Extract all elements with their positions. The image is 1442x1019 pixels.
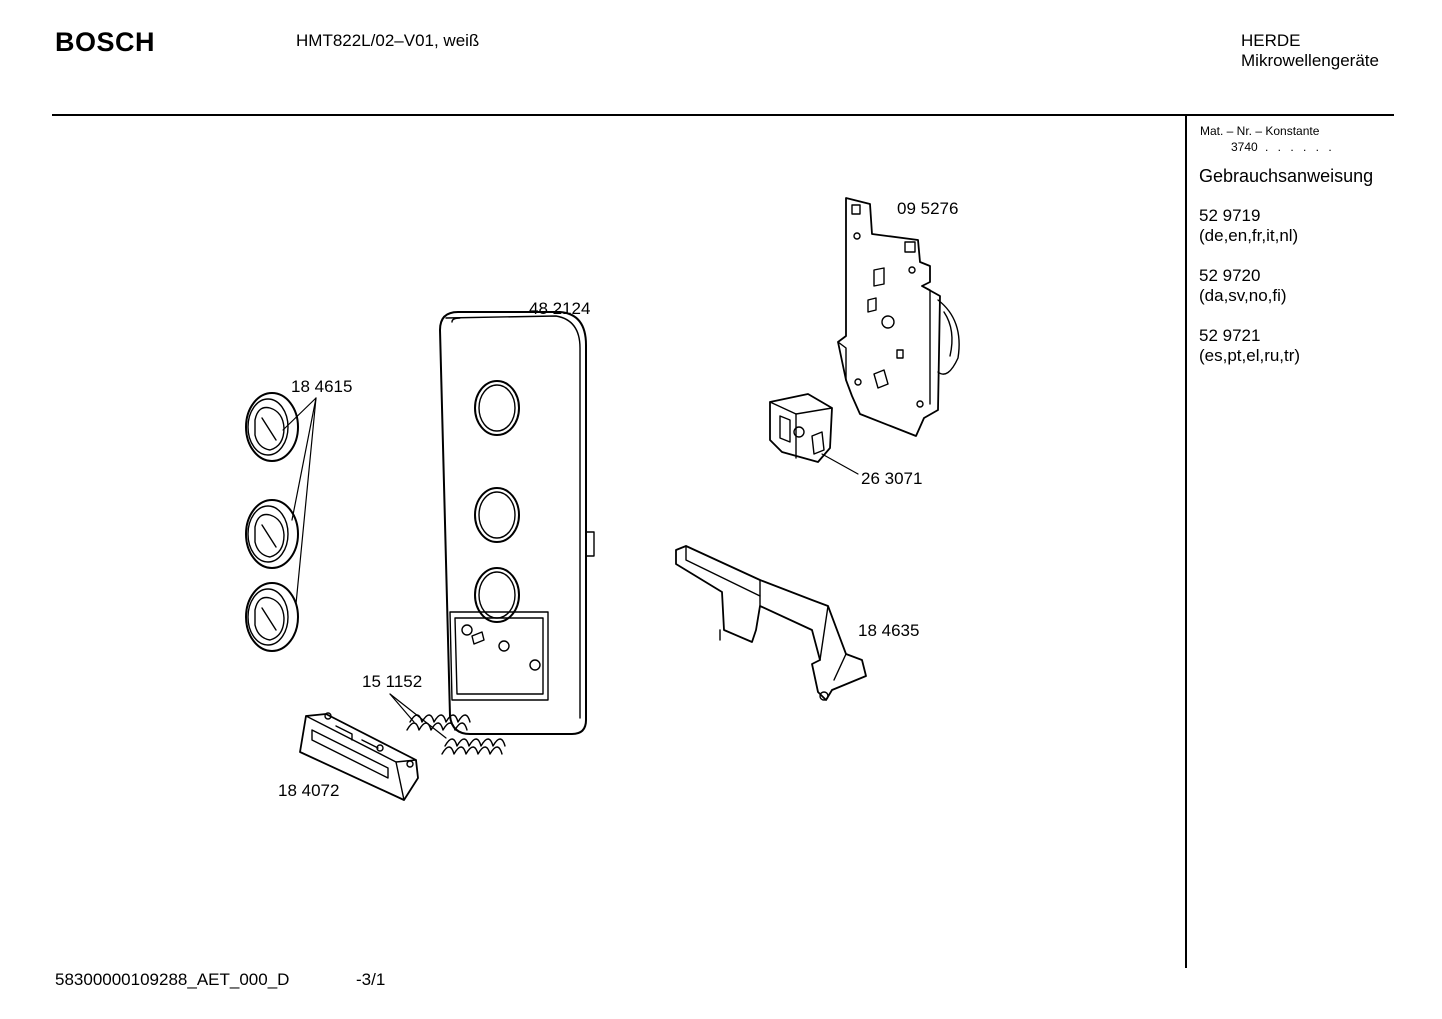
knob-part	[245, 582, 299, 652]
knob-part	[245, 392, 299, 462]
spring-part	[406, 714, 506, 755]
part-number-label: 15 1152	[362, 672, 423, 691]
model-title: HMT822L/02–V01, weiß	[296, 31, 480, 50]
manual-number: 52 9721	[1199, 326, 1261, 345]
control-panel-part	[439, 311, 595, 735]
timer-plate-part	[837, 197, 960, 437]
manual-languages: (da,sv,no,fi)	[1199, 286, 1287, 305]
part-number-label: 48 2124	[529, 299, 591, 318]
page-number: -3/1	[356, 970, 386, 989]
manual-number: 52 9720	[1199, 266, 1261, 285]
part-number-label: 18 4635	[858, 621, 920, 640]
part-number-label: 09 5276	[897, 199, 959, 218]
knob-part	[245, 499, 299, 569]
mat-nr-dots: . . . . . .	[1265, 140, 1335, 154]
part-number-label: 18 4615	[291, 377, 353, 396]
part-number-label: 26 3071	[861, 469, 923, 488]
sidebar-divider	[1185, 116, 1187, 968]
category-main: HERDE	[1241, 31, 1301, 50]
manual-languages: (es,pt,el,ru,tr)	[1199, 346, 1301, 365]
mat-nr-value: 3740	[1231, 140, 1258, 154]
manual-languages: (de,en,fr,it,nl)	[1199, 226, 1299, 245]
bracket-part	[675, 545, 867, 701]
button-part	[299, 712, 419, 801]
header-divider	[52, 114, 1394, 116]
spring-leader-lines	[389, 693, 447, 739]
knob-leader-lines	[282, 397, 317, 605]
mat-nr-label: Mat. – Nr. – Konstante	[1200, 124, 1320, 138]
part-number-label: 18 4072	[278, 781, 340, 800]
category-sub: Mikrowellengeräte	[1241, 51, 1379, 70]
exploded-view-drawing	[245, 197, 960, 801]
manual-section-title: Gebrauchsanweisung	[1199, 166, 1374, 186]
document-id: 58300000109288_AET_000_D	[55, 970, 290, 989]
manual-number: 52 9719	[1199, 206, 1261, 225]
brand-logo: BOSCH	[55, 27, 156, 57]
switch-part	[769, 393, 859, 475]
